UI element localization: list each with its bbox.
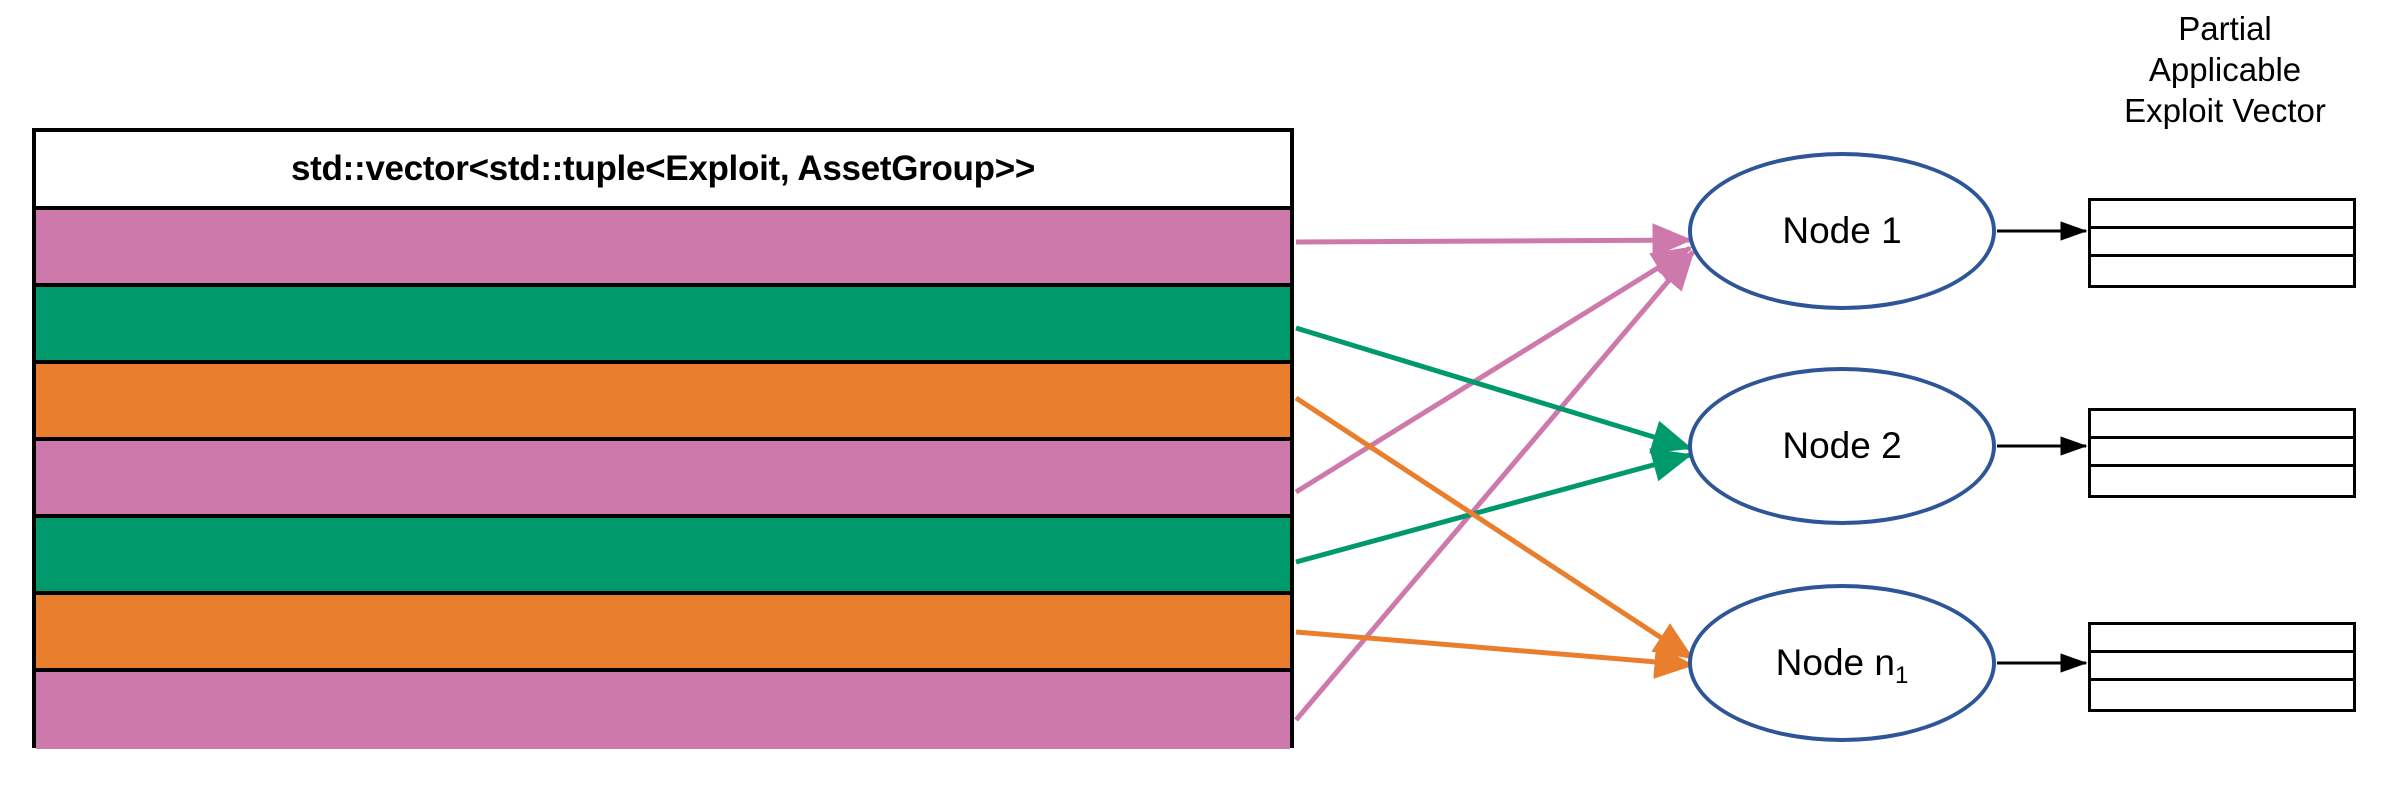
partial-applicable-exploit-vector-title: Partial Applicable Exploit Vector (2080, 8, 2370, 131)
node-2-label: Node 2 (1782, 425, 1902, 466)
partial-exploit-vector-box-1 (2088, 198, 2356, 288)
edge-row6-to-noden1 (1295, 629, 1695, 679)
node-n1[interactable]: Node n1 (1688, 584, 1996, 742)
edge-row3-to-noden1 (1294, 395, 1695, 661)
edge-row4-to-node1 (1294, 245, 1693, 495)
pav-title-line-1: Partial (2178, 10, 2272, 47)
edge-row1-to-node1 (1295, 223, 1693, 258)
node-n1-label-main: Node n (1775, 642, 1895, 683)
vector-cell (2091, 653, 2353, 681)
exploit-assetgroup-vector-table: std::vector<std::tuple<Exploit, AssetGro… (32, 128, 1294, 749)
table-row (36, 595, 1290, 672)
pav-title-line-3: Exploit Vector (2124, 92, 2326, 129)
vector-cell (2091, 681, 2353, 709)
vector-cell (2091, 411, 2353, 439)
vector-cell (2091, 201, 2353, 229)
pav-title-line-2: Applicable (2148, 51, 2302, 88)
node-1[interactable]: Node 1 (1688, 152, 1996, 310)
node-2[interactable]: Node 2 (1688, 367, 1996, 525)
partial-exploit-vector-box-3 (2088, 622, 2356, 712)
node-1-label: Node 1 (1782, 210, 1902, 251)
partial-exploit-vector-box-2 (2088, 408, 2356, 498)
table-row (36, 441, 1290, 518)
table-row (36, 287, 1290, 364)
vector-cell (2091, 439, 2353, 467)
node-n1-label-subscript: 1 (1894, 662, 1909, 689)
table-row (36, 518, 1290, 595)
vector-cell (2091, 625, 2353, 653)
vector-cell (2091, 467, 2353, 495)
vector-cell (2091, 229, 2353, 257)
vector-table-header: std::vector<std::tuple<Exploit, AssetGro… (36, 132, 1290, 210)
edge-row2-to-node2 (1295, 325, 1693, 454)
table-row (36, 210, 1290, 287)
table-row (36, 672, 1290, 749)
vector-cell (2091, 257, 2353, 285)
node-n1-label: Node n1 (1775, 642, 1909, 689)
edge-row5-to-node2 (1295, 448, 1693, 565)
edge-row7-to-node1 (1294, 250, 1695, 722)
table-row (36, 364, 1290, 441)
vector-table-header-label: std::vector<std::tuple<Exploit, AssetGro… (291, 149, 1035, 188)
